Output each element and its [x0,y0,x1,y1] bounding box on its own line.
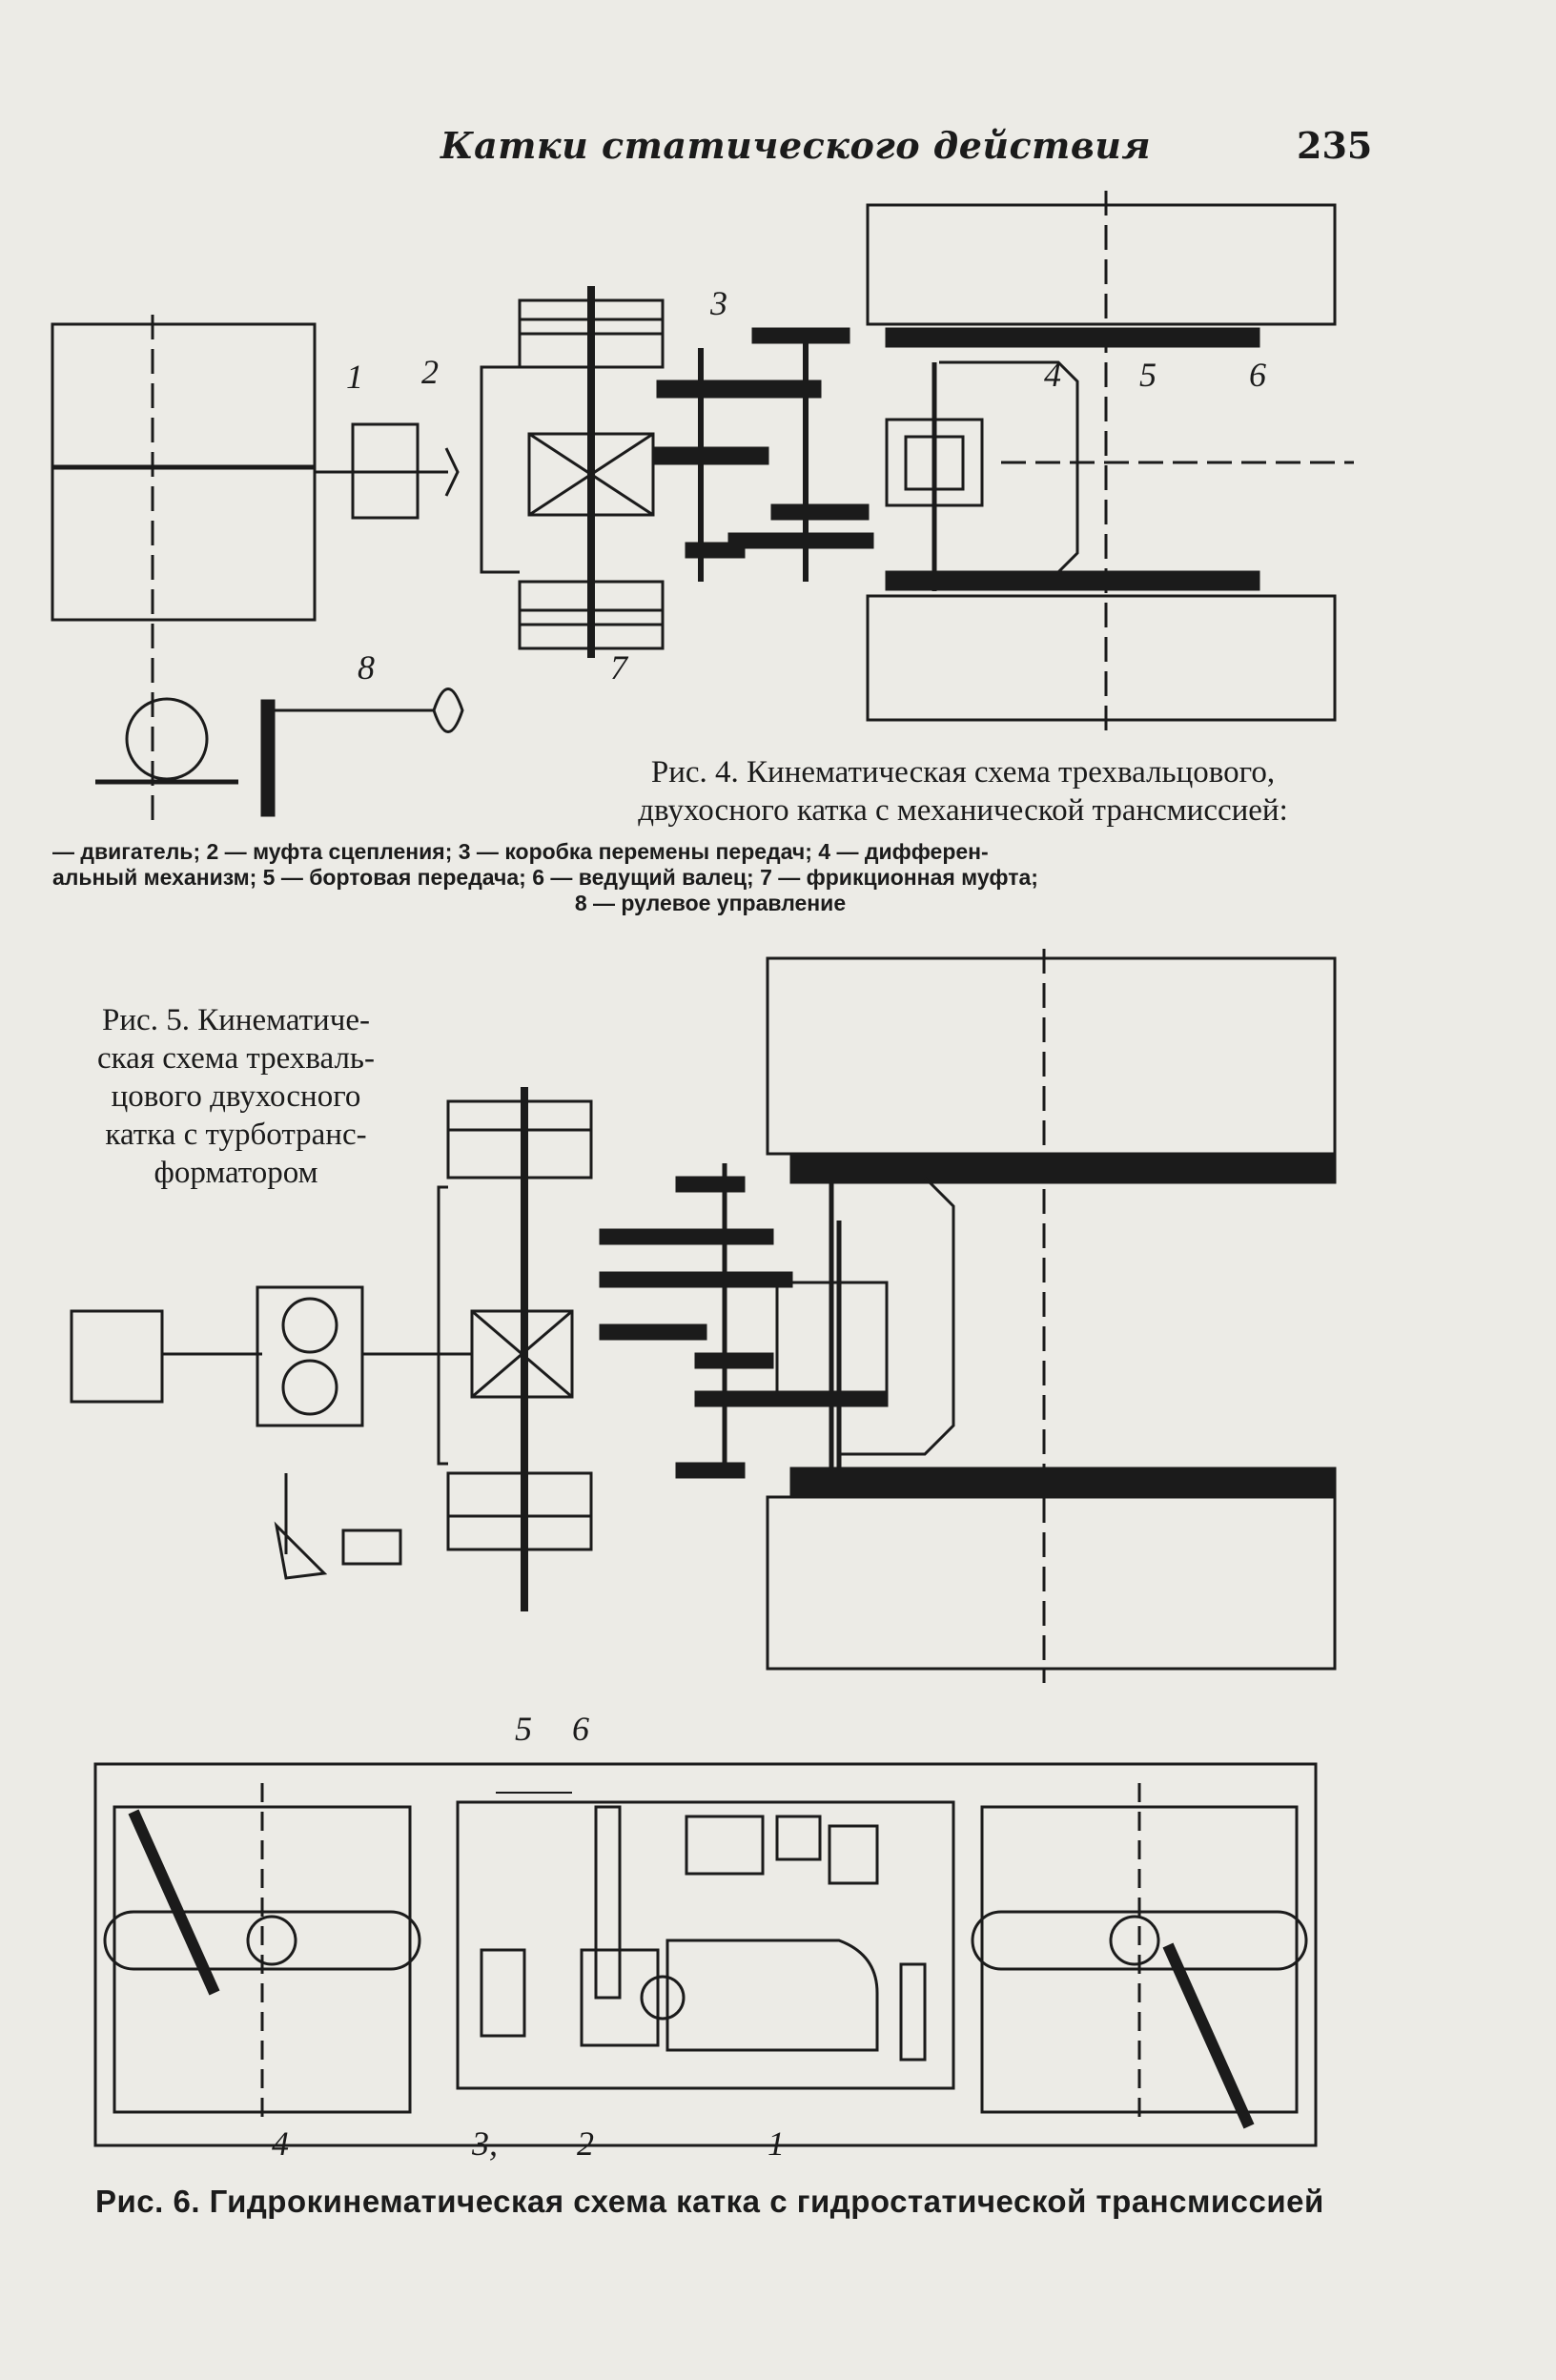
fig6-label-2: 2 [577,2124,594,2163]
figure-4-legend-line-2: альный механизм; 5 — бортовая передача; … [52,865,1038,890]
figure-5-caption-line-1: Рис. 5. Кинематиче- [102,1003,370,1037]
fig6-label-3: 3, [471,2124,498,2163]
fig6-label-6: 6 [572,1710,589,1748]
fig4-label-2: 2 [421,353,439,391]
fig4-label-5: 5 [1139,356,1157,394]
fig6-label-4: 4 [272,2124,289,2163]
figure-4-caption-line-1: Рис. 4. Кинематическая схема трехвальцов… [650,755,1276,790]
fig4-label-6: 6 [1249,356,1266,394]
figure-5-caption-line-4: катка с турботранс- [105,1118,367,1152]
figure-4-legend-line-3: 8 — рулевое управление [574,891,847,915]
figure-6-diagram: 5 6 4 3, 2 1 [0,1707,1556,2165]
figure-5-caption-line-5: форматором [154,1156,318,1190]
fig6-label-1: 1 [768,2124,785,2163]
fig4-label-8: 8 [358,648,375,687]
figure-4-diagram: 1 2 3 4 5 6 7 8 [0,0,1556,858]
figure-5-caption-line-3: цового двухосного [111,1079,361,1114]
figure-5-caption: Рис. 5. Кинематиче- ская схема трехваль-… [48,1001,424,1192]
fig4-label-4: 4 [1044,356,1061,394]
figure-4-legend-line-1: — двигатель; 2 — муфта сцепления; 3 — ко… [52,839,989,864]
fig4-label-3: 3 [709,284,727,322]
figure-4-legend: — двигатель; 2 — муфта сцепления; 3 — ко… [52,839,1368,916]
figure-5-diagram [0,944,1556,1688]
figure-4-caption-line-2: двухосного катка с механической трансмис… [638,793,1288,828]
figure-6-caption: Рис. 6. Гидрокинематическая схема катка … [95,2184,1324,2219]
figure-5-caption-line-2: ская схема трехваль- [97,1041,375,1076]
page-number: 235 [1297,124,1373,167]
figure-4-caption: Рис. 4. Кинематическая схема трехвальцов… [558,753,1368,830]
fig4-label-7: 7 [610,648,629,687]
running-title: Катки статического действия [440,124,1152,167]
fig4-label-1: 1 [346,358,363,396]
fig6-label-5: 5 [515,1710,532,1748]
